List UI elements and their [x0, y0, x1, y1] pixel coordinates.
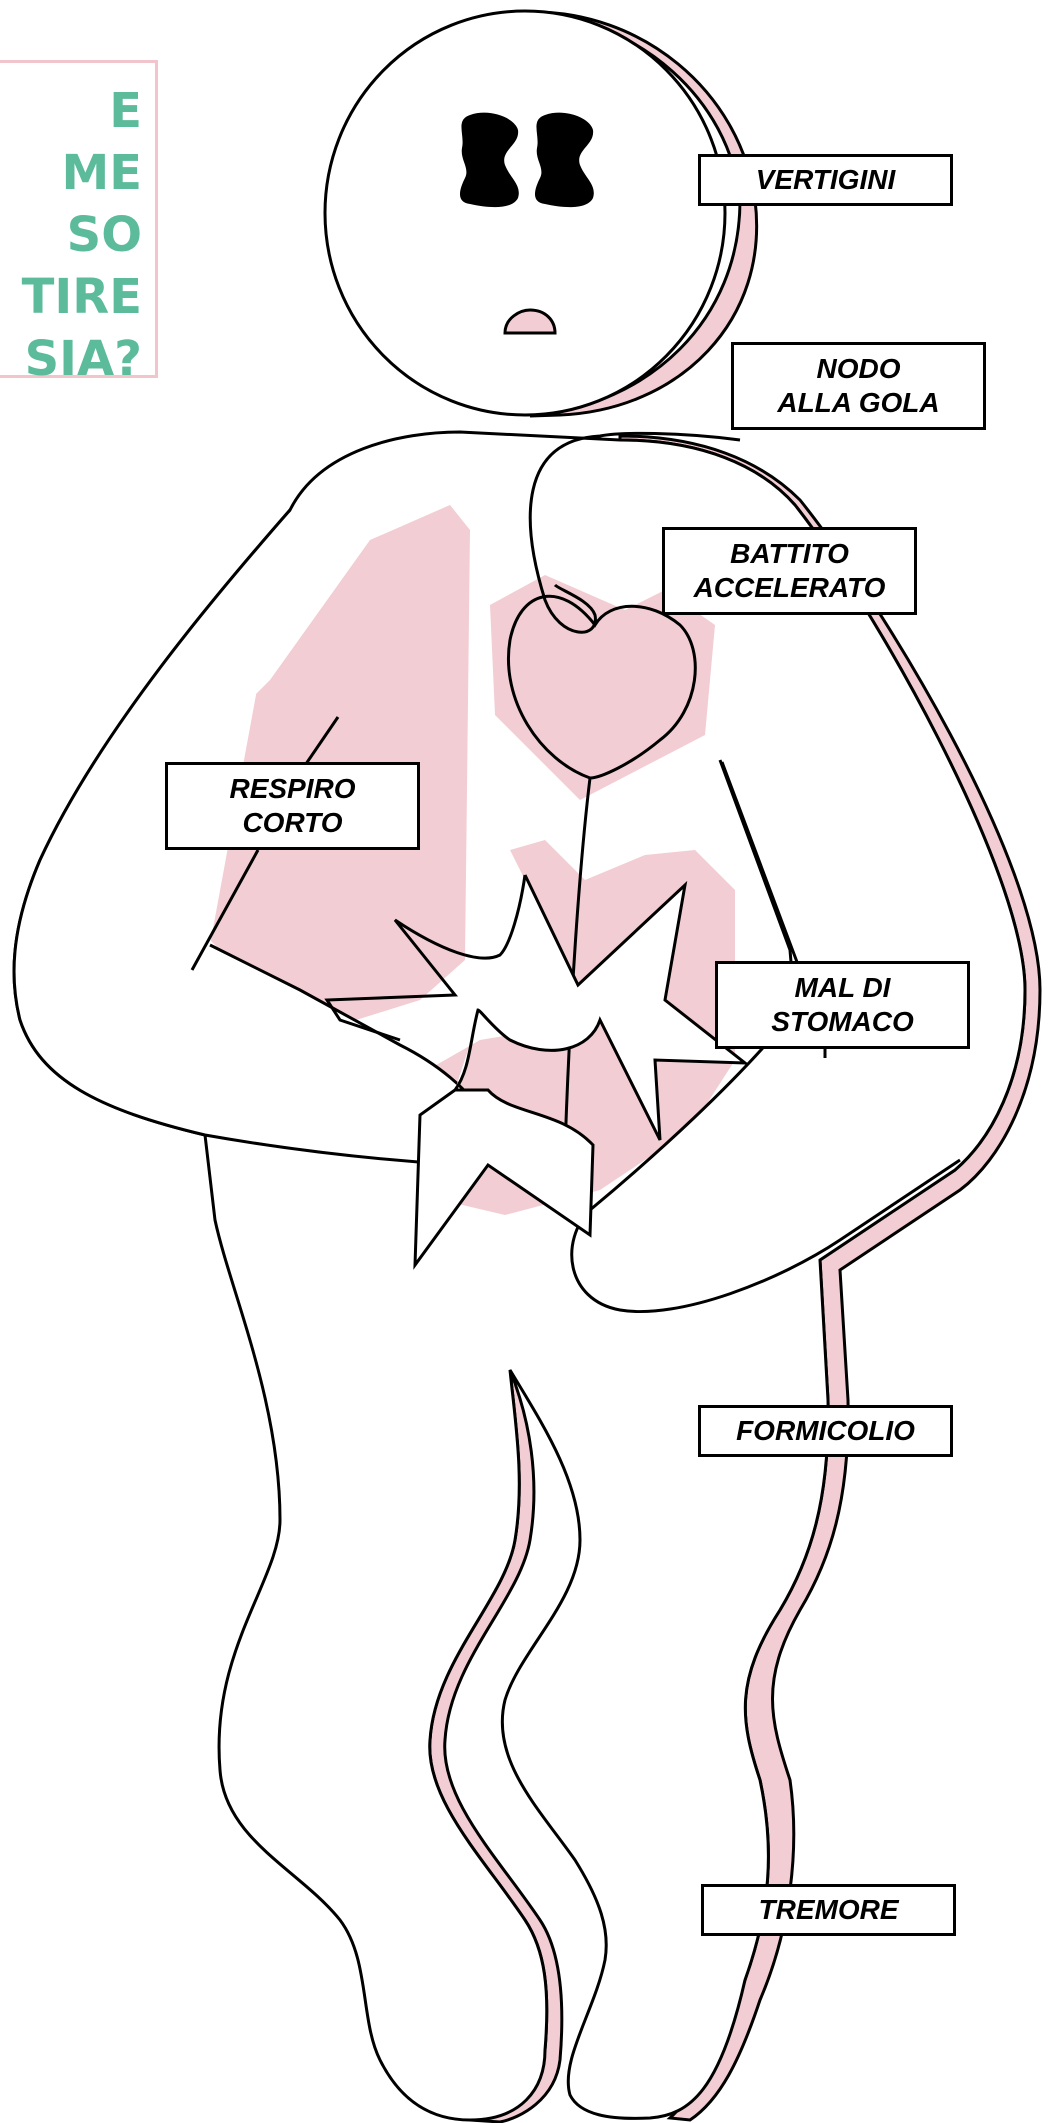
label-vertigini: VERTIGINI	[698, 154, 953, 206]
label-formicolio: FORMICOLIO	[698, 1405, 953, 1457]
title-question: E ME SO TIRE SIA?	[0, 80, 142, 390]
label-nodo-alla-gola: NODO ALLA GOLA	[731, 342, 986, 430]
label-respiro-corto: RESPIRO CORTO	[165, 762, 420, 850]
head	[325, 11, 725, 415]
label-mal-di-stomaco: MAL DI STOMACO	[715, 961, 970, 1049]
label-tremore: TREMORE	[701, 1884, 956, 1936]
label-battito-accelerato: BATTITO ACCELERATO	[662, 527, 917, 615]
